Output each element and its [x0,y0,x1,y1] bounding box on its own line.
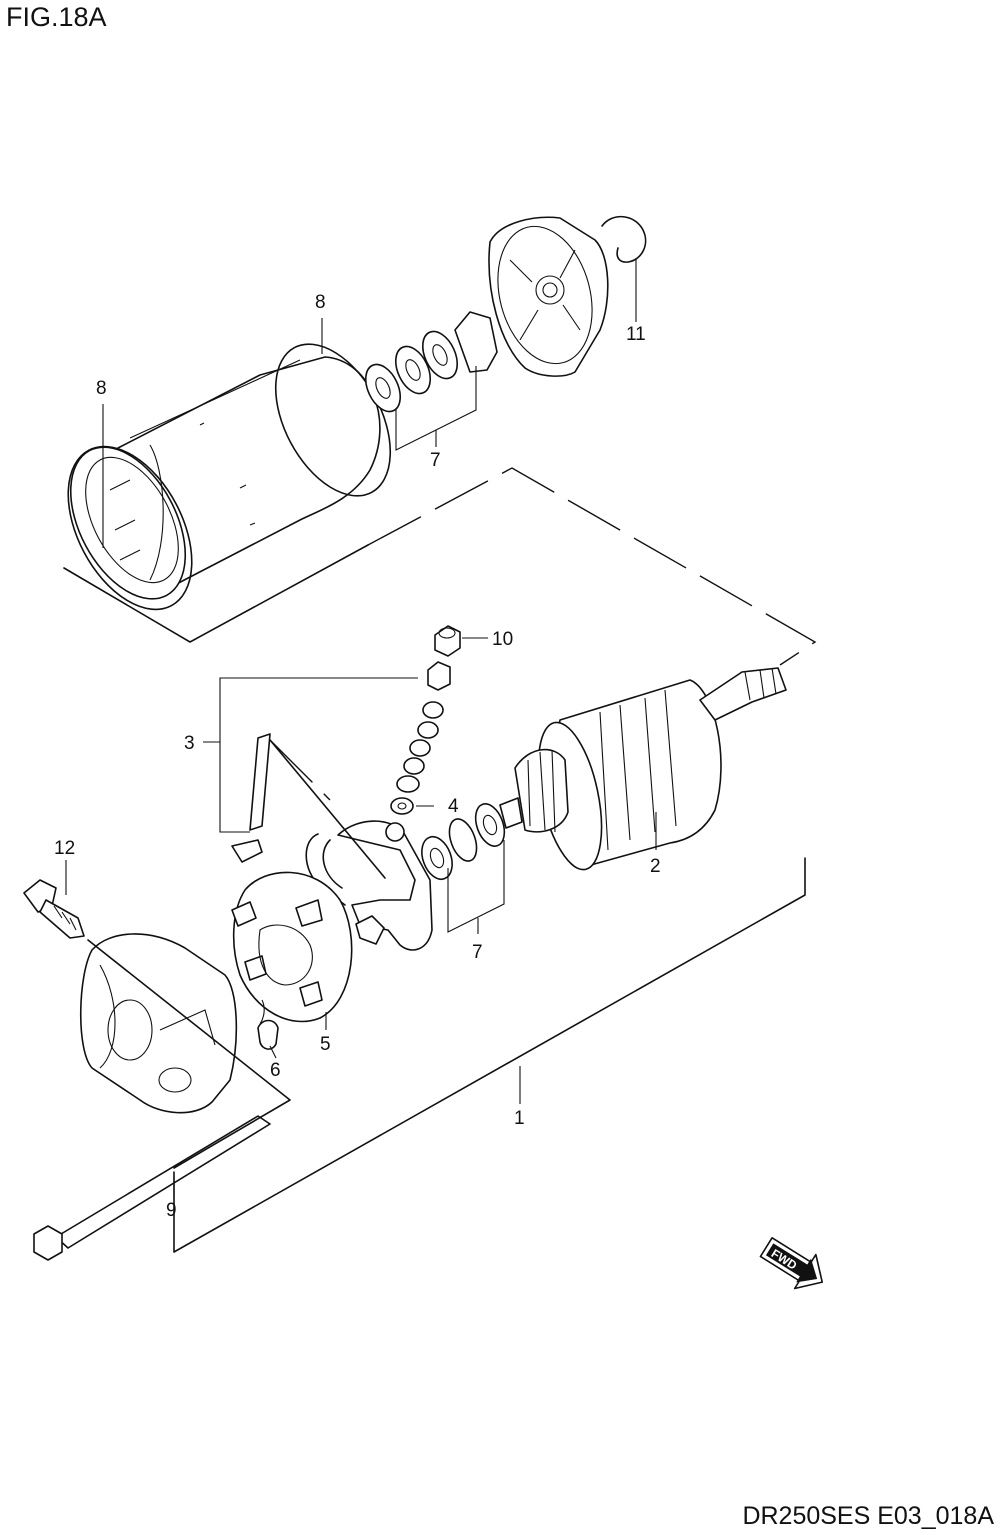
assembly-group-lines [87,739,806,1253]
callout-4: 4 [448,796,459,817]
part-6-brush-spring [257,999,279,1050]
callout-7-lower: 7 [472,942,483,963]
callout-12: 12 [54,838,75,859]
part-10-nut [434,625,461,657]
part-11-end-cover [488,216,609,377]
part-7-washer-set-lower [421,803,506,881]
callout-1: 1 [514,1108,525,1129]
callout-11: 11 [626,324,646,345]
part-8-o-ring-front [67,445,193,611]
drawing-code: DR250SES E03_018A [742,1502,994,1530]
callout-10: 10 [492,629,513,650]
callout-labels: 8 8 11 7 10 3 4 2 7 12 5 6 1 9 [54,292,661,1221]
callout-9: 9 [166,1200,177,1221]
callout-7-upper: 7 [430,450,441,471]
fwd-direction-arrow: FWD [759,1237,824,1290]
callout-8-left: 8 [96,378,107,399]
part-12-screw [23,879,85,939]
yoke-assembly-plane [63,467,817,666]
part-9-through-bolt [33,1115,271,1261]
part-7-washer-set-upper [364,311,498,413]
part-4-washer [390,797,414,815]
figure-title: FIG.18A [6,2,107,32]
callout-6: 6 [270,1060,281,1081]
callout-5: 5 [320,1034,331,1055]
front-end-cover [79,933,238,1114]
part-11-o-ring [601,215,647,263]
callout-8-upper: 8 [315,292,326,313]
callout-3: 3 [184,733,195,754]
callout-2: 2 [650,856,661,877]
part-5-brush-holder [231,871,353,1023]
part-2-armature [499,667,787,871]
part-3-terminal-set [231,661,451,863]
part-8-yoke-housing [69,356,381,600]
callout-leaders [65,258,657,1196]
